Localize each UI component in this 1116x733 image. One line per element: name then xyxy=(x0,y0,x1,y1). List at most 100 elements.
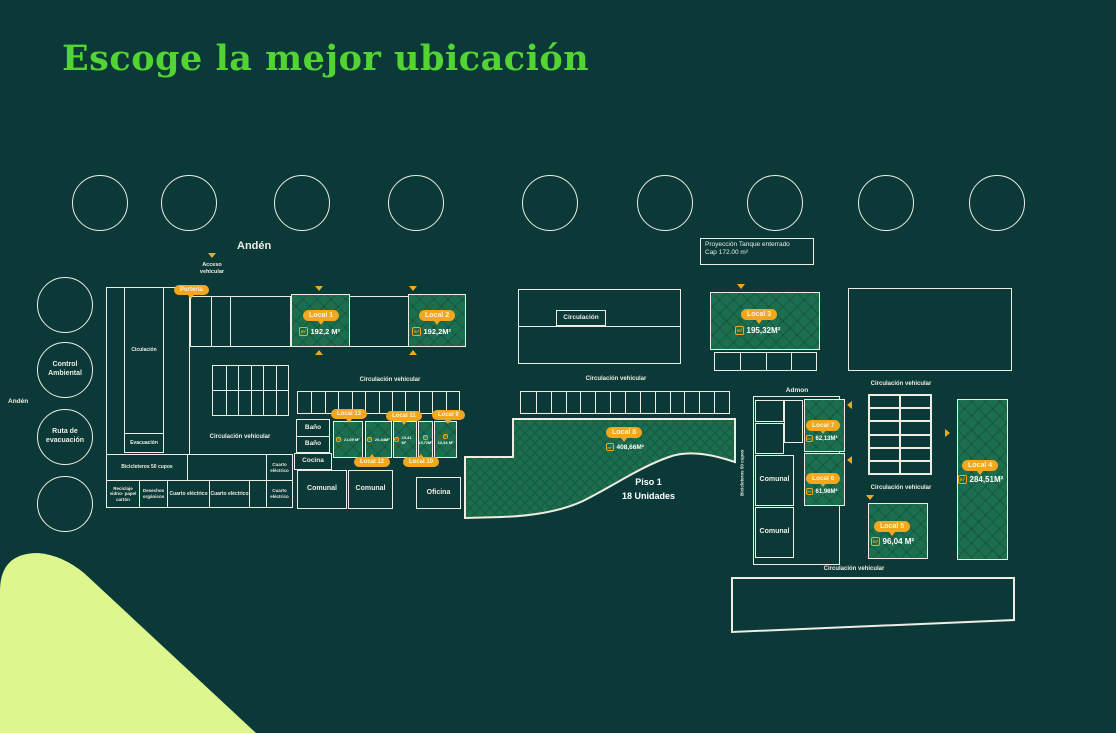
bano-room: Baño xyxy=(296,436,330,453)
entrance-arrow-icon xyxy=(315,350,323,355)
local-9-shape[interactable]: m² 12,34 M² xyxy=(434,421,457,458)
acceso-vehicular-label: Acceso vehicular xyxy=(199,262,225,275)
local-11-area: m² 23,41 M² xyxy=(394,434,412,445)
parking-cell xyxy=(900,434,931,448)
parking-cell xyxy=(714,392,729,413)
local-12-shape[interactable]: m² 20,44M² xyxy=(365,421,392,458)
parking-cell xyxy=(900,408,931,422)
porteria-badge[interactable]: Portería xyxy=(174,285,209,299)
parking-cell xyxy=(263,391,276,415)
local-6-badge[interactable]: Local 6 xyxy=(806,473,841,488)
comunal-room: Comunal xyxy=(297,470,347,509)
parking-cell xyxy=(624,392,640,413)
entrance-arrow-icon xyxy=(315,286,323,291)
local-1-area: m² 192,2 M² xyxy=(299,327,341,336)
m2-icon: m² xyxy=(336,437,342,442)
parking-cell xyxy=(250,391,264,415)
parking-cell xyxy=(900,460,931,475)
comunal-room: Comunal xyxy=(348,470,393,509)
entrance-arrow-icon xyxy=(866,495,874,500)
parking-cell xyxy=(669,392,685,413)
page-title: Escoge la mejor ubicación xyxy=(62,38,590,79)
room-cell xyxy=(784,400,803,443)
local-12-area: m² 20,44M² xyxy=(367,437,390,442)
circulacion-vehicular-label: Circulación vehicular xyxy=(870,381,932,387)
parking-cell xyxy=(238,366,251,390)
tree-circle xyxy=(274,175,330,231)
local-10-badge[interactable]: Local 10 xyxy=(403,453,440,468)
parking-cell xyxy=(869,434,900,448)
entrance-arrow-icon xyxy=(409,286,417,291)
local-3-badge[interactable]: Local 3 xyxy=(741,309,778,325)
parking-cell xyxy=(311,392,324,413)
parking-cell xyxy=(765,353,791,370)
parking-cell xyxy=(324,392,338,413)
local-13-shape[interactable]: m² 21,09 M² xyxy=(333,421,363,458)
ruta-evacuacion-label: Ruta de xyxy=(52,428,78,436)
circulacion-vehicular-label: Circulación vehicular xyxy=(359,377,421,383)
parking-grid xyxy=(212,390,289,416)
local-2-badge[interactable]: Local 2 xyxy=(419,310,456,326)
parking-cell xyxy=(213,366,226,390)
local-8-svg[interactable] xyxy=(455,413,740,525)
parking-cell xyxy=(610,392,625,413)
comunal-room: Comunal xyxy=(755,455,794,506)
desechos-room: Desechos orgánicos xyxy=(139,480,168,508)
parking-cell xyxy=(378,392,392,413)
cocina-room: Cocina xyxy=(294,453,332,470)
parking-cell xyxy=(595,392,610,413)
local-5-area: m² 96,04 M² xyxy=(871,537,915,546)
local-8-badge[interactable]: Local 8 xyxy=(606,427,643,443)
bicicleteros-vertical-label: Bicicleteros 50 cupos xyxy=(739,449,745,496)
entrance-arrow-icon xyxy=(737,284,745,289)
parking-cell xyxy=(654,392,670,413)
cuarto-electrico-room: Cuarto eléctrico xyxy=(266,480,293,508)
parking-cell xyxy=(565,392,581,413)
local-3-shape[interactable] xyxy=(710,292,820,350)
m2-icon: m² xyxy=(806,488,813,495)
local-8-shape[interactable] xyxy=(464,418,736,520)
ruta-evacuacion-circle: Ruta de evacuación xyxy=(37,409,93,465)
local-9-badge[interactable]: Local 9 xyxy=(432,410,465,424)
parking-cell xyxy=(275,391,289,415)
local-12-badge[interactable]: Local 12 xyxy=(354,453,391,468)
tree-circle xyxy=(969,175,1025,231)
parking-cell xyxy=(225,391,239,415)
parking-cell xyxy=(338,392,351,413)
room-cell xyxy=(190,296,212,347)
entrance-arrow-icon xyxy=(409,350,417,355)
circulacion-vehicular-label: Circulación vehicular xyxy=(870,485,932,491)
parking-cell xyxy=(869,408,900,422)
m2-icon: m² xyxy=(735,326,744,335)
m2-icon: m² xyxy=(299,327,308,336)
parking-cell xyxy=(298,392,311,413)
parking-strip xyxy=(297,391,460,414)
anden-left-label: Andén xyxy=(8,398,29,405)
local-11-badge[interactable]: Local 11 xyxy=(386,411,422,425)
local-7-badge[interactable]: Local 7 xyxy=(806,420,841,435)
local-13-badge[interactable]: Local 13 xyxy=(331,409,368,423)
tree-circle xyxy=(37,476,93,532)
local-4-shape[interactable] xyxy=(957,399,1008,560)
lime-corner-shape xyxy=(0,553,256,733)
parking-cell xyxy=(405,392,418,413)
reciclaje-room: Reciclaje vidrio- papel cartón xyxy=(106,480,140,508)
parking-cell xyxy=(535,392,551,413)
m2-icon: m² xyxy=(958,475,967,484)
local-2-area: m² 192,2M² xyxy=(412,327,452,336)
local-10-area: m² 15,72M² xyxy=(418,434,433,445)
m2-icon: m² xyxy=(606,443,614,451)
local-1-shape[interactable] xyxy=(291,294,350,347)
local-1-badge[interactable]: Local 1 xyxy=(303,310,340,326)
room-cell xyxy=(249,480,267,508)
piso-label: Piso 1 18 Unidades xyxy=(621,477,676,501)
tree-circle xyxy=(388,175,444,231)
local-4-badge[interactable]: Local 4 xyxy=(962,460,999,476)
parking-cell xyxy=(900,421,931,435)
local-11-shape[interactable]: m² 23,41 M² xyxy=(393,421,417,458)
local-10-shape[interactable]: m² 15,72M² xyxy=(418,421,433,458)
local-5-badge[interactable]: Local 5 xyxy=(874,521,911,537)
parking-cell xyxy=(790,353,816,370)
parking-cell xyxy=(275,366,289,390)
tree-circle xyxy=(161,175,217,231)
